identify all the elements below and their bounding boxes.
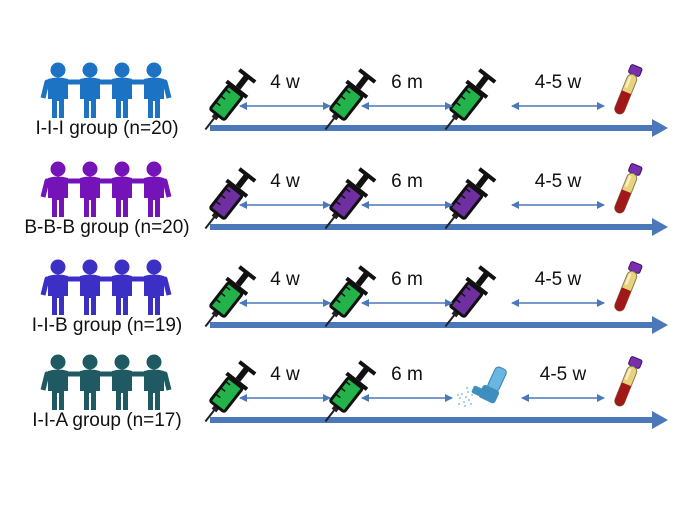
person-figure <box>48 161 68 217</box>
timeline-arrow <box>210 411 668 429</box>
people-group-icon <box>40 161 172 217</box>
group-label: I-I-I group (n=20) <box>35 118 179 139</box>
person-figure <box>112 62 132 118</box>
interval-label: 4-5 w <box>534 269 582 290</box>
blood-tube-icon <box>614 163 643 214</box>
syringe-icon <box>324 167 377 230</box>
interval-label: 4 w <box>270 269 300 290</box>
interval-label: 6 m <box>391 269 423 290</box>
interval-label: 4-5 w <box>539 364 587 385</box>
syringe-icon <box>444 68 497 131</box>
person-figure <box>80 62 100 118</box>
group-label: I-I-A group (n=17) <box>32 410 182 431</box>
interval-label: 6 m <box>391 364 423 385</box>
person-figure <box>112 259 132 315</box>
syringe-icon <box>444 265 497 328</box>
syringe-icon <box>324 265 377 328</box>
person-figure <box>80 259 100 315</box>
person-figure <box>80 354 100 410</box>
interval-label: 4-5 w <box>534 72 582 93</box>
interval-label: 4 w <box>270 364 300 385</box>
person-figure <box>144 259 164 315</box>
interval-label: 6 m <box>391 171 423 192</box>
syringe-icon <box>204 360 257 423</box>
people-group-icon <box>40 259 172 315</box>
syringe-icon <box>324 360 377 423</box>
person-figure <box>144 161 164 217</box>
person-figure <box>80 161 100 217</box>
inhaler-icon <box>457 366 507 407</box>
blood-tube-icon <box>614 64 643 115</box>
person-figure <box>48 354 68 410</box>
people-group-icon <box>40 354 172 410</box>
person-figure <box>112 161 132 217</box>
person-figure <box>144 62 164 118</box>
interval-label: 4-5 w <box>534 171 582 192</box>
syringe-icon <box>204 167 257 230</box>
timeline-arrow <box>210 218 668 236</box>
interval-label: 4 w <box>270 171 300 192</box>
people-group-icon <box>40 62 172 118</box>
timeline-arrow <box>210 119 668 137</box>
interval-label: 4 w <box>270 72 300 93</box>
blood-tube-icon <box>614 261 643 312</box>
interval-label: 6 m <box>391 72 423 93</box>
person-figure <box>144 354 164 410</box>
person-figure <box>112 354 132 410</box>
syringe-icon <box>204 68 257 131</box>
group-label: I-I-B group (n=19) <box>31 315 183 336</box>
person-figure <box>48 259 68 315</box>
syringe-icon <box>204 265 257 328</box>
person-figure <box>48 62 68 118</box>
blood-tube-icon <box>614 356 643 407</box>
timeline-arrow <box>210 316 668 334</box>
syringe-icon <box>444 167 497 230</box>
group-label: B-B-B group (n=20) <box>24 217 190 238</box>
syringe-icon <box>324 68 377 131</box>
